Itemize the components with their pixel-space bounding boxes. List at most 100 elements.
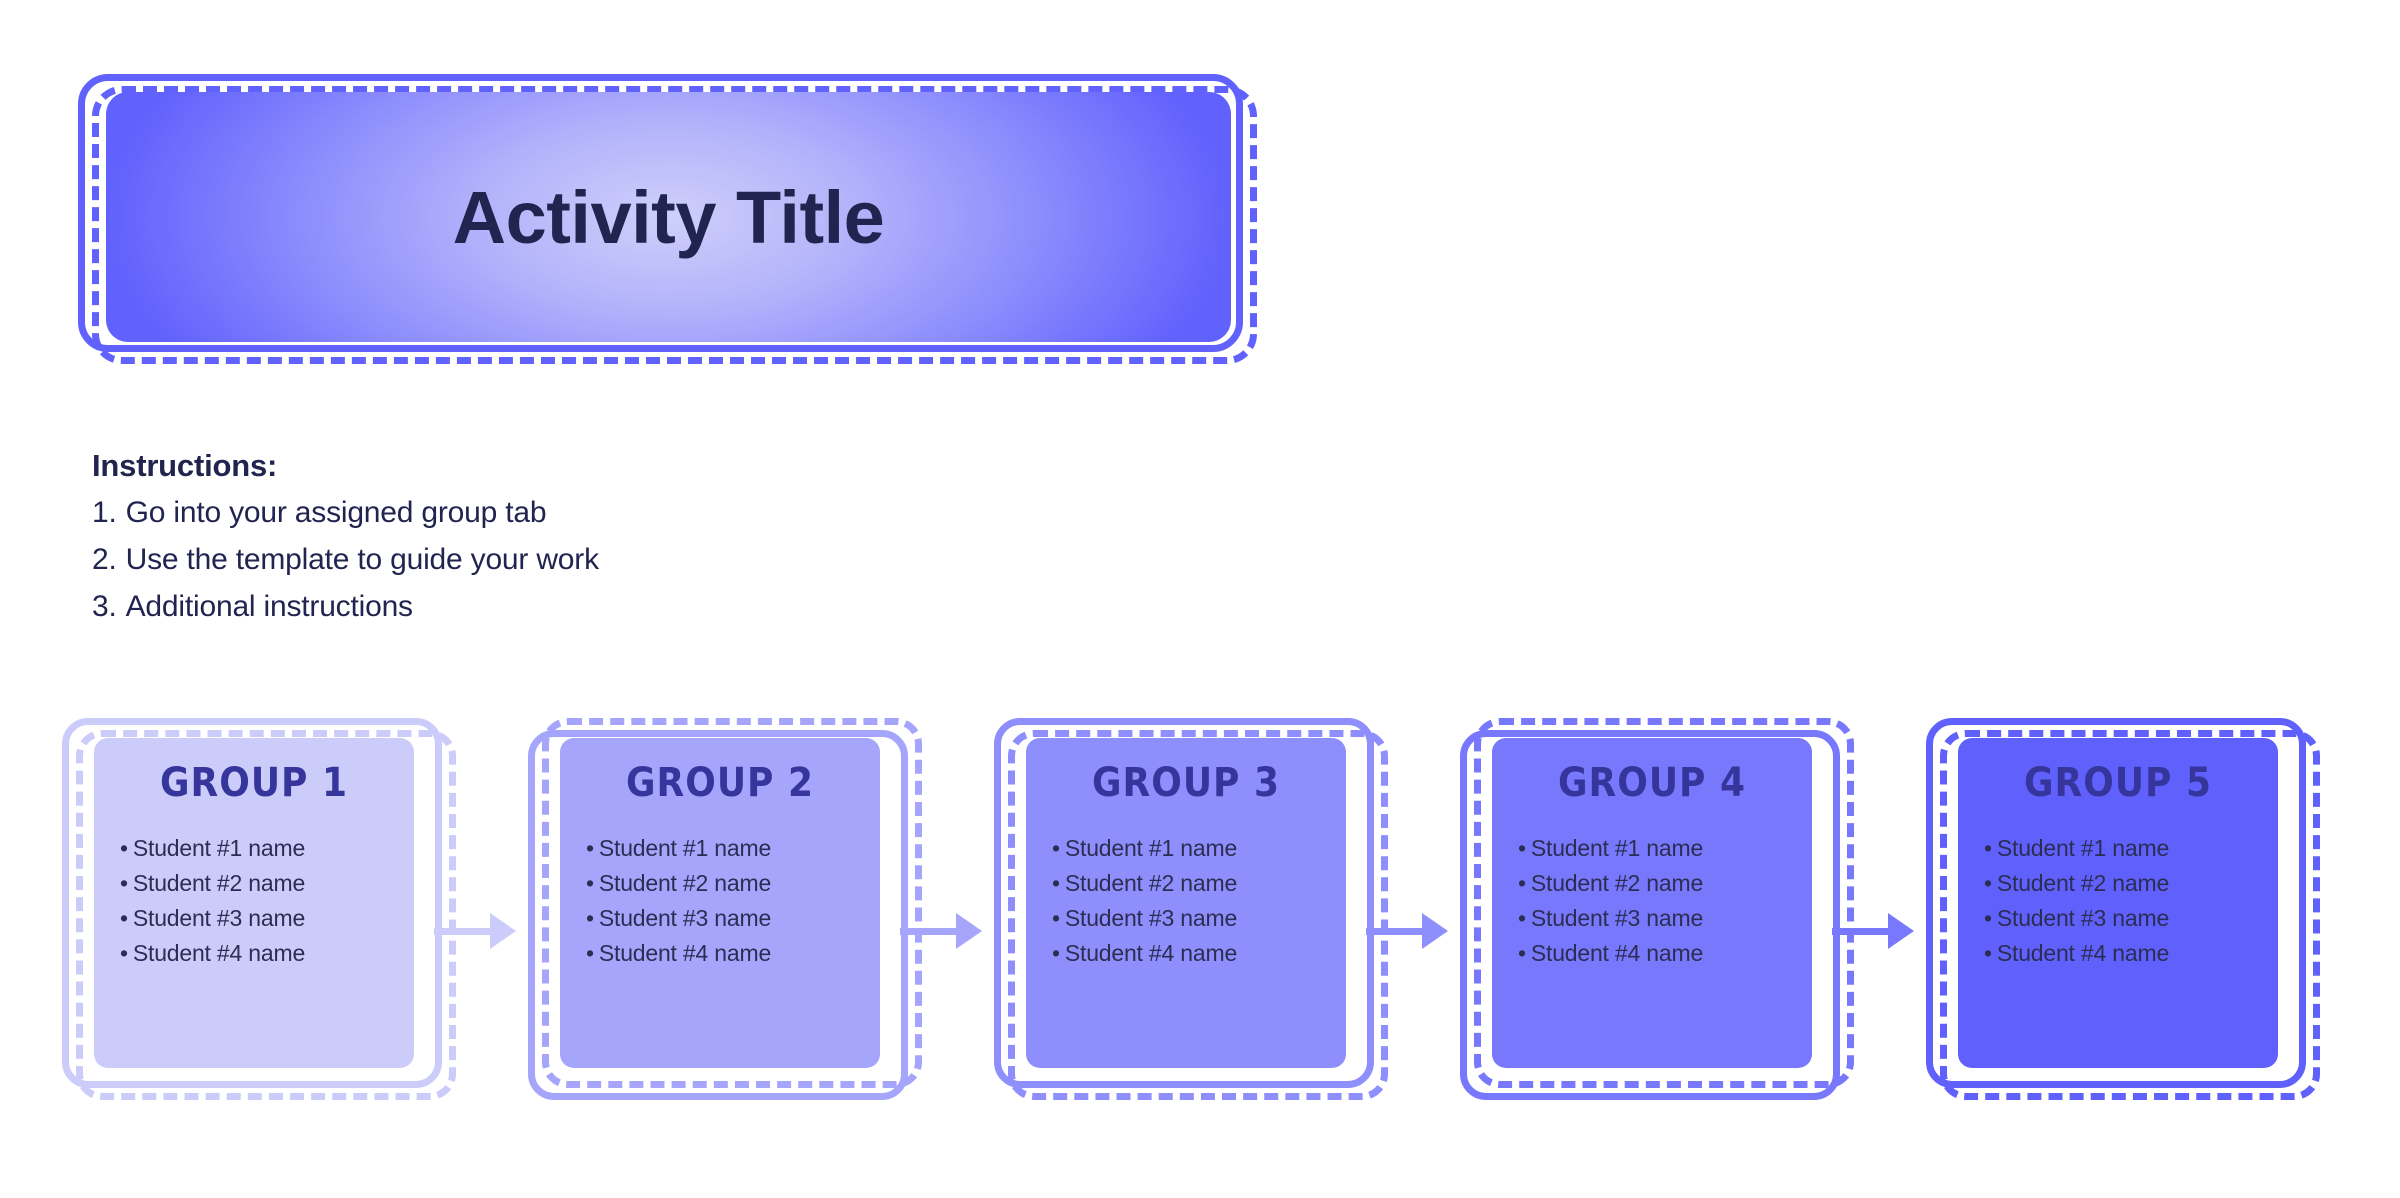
instruction-step-number: 2. (92, 543, 117, 576)
bullet-icon: • (1052, 939, 1060, 966)
bullet-icon: • (120, 869, 128, 896)
banner-solid-outline (78, 74, 1243, 352)
student-list-item: •Student #4 name (120, 936, 414, 971)
banner-gradient-panel: Activity Title (106, 92, 1231, 342)
bullet-icon: • (120, 835, 128, 861)
banner-dashed-outline (92, 86, 1257, 364)
group-card-dashed-outline (76, 730, 456, 1100)
student-name: Student #4 name (1064, 939, 1238, 966)
instruction-step-text: Go into your assigned group tab (125, 496, 547, 529)
bullet-icon: • (120, 904, 128, 931)
instruction-step-number: 3. (92, 590, 117, 623)
group-card-dashed-outline (542, 718, 922, 1088)
flow-arrow-shaft (1832, 928, 1894, 935)
group-flow-row: GROUP 1•Student #1 name•Student #2 name•… (0, 718, 2400, 1118)
student-name: Student #1 name (1064, 835, 1238, 861)
group-card-title: GROUP 1 (159, 760, 349, 806)
student-list-item: •Student #3 name (120, 901, 414, 936)
bullet-icon: • (1052, 904, 1060, 931)
group-card-title: GROUP 3 (1091, 760, 1281, 806)
bullet-icon: • (1984, 869, 1992, 896)
flow-arrow-head (1888, 913, 1914, 949)
instruction-step: 2.Use the template to guide your work (92, 545, 992, 575)
page-title: Activity Title (452, 175, 885, 259)
instruction-step-text: Use the template to guide your work (125, 543, 599, 576)
group-card[interactable]: GROUP 3•Student #1 name•Student #2 name•… (994, 718, 1390, 1108)
group-card-dashed-outline (1940, 730, 2320, 1100)
student-list-item: •Student #4 name (586, 936, 880, 971)
flow-arrow-shaft (434, 928, 496, 935)
flow-arrow-head (1422, 913, 1448, 949)
student-name: Student #4 name (598, 939, 772, 966)
student-list-item: •Student #1 name (586, 831, 880, 866)
group-card-panel: GROUP 1•Student #1 name•Student #2 name•… (94, 738, 414, 1068)
instruction-step: 3.Additional instructions (92, 592, 992, 622)
group-card-panel: GROUP 5•Student #1 name•Student #2 name•… (1958, 738, 2278, 1068)
student-name: Student #3 name (1530, 904, 1704, 931)
student-list-item: •Student #1 name (1984, 831, 2278, 866)
bullet-icon: • (1518, 835, 1526, 861)
activity-title-banner: Activity Title (78, 74, 1258, 364)
instruction-step: 1.Go into your assigned group tab (92, 498, 992, 528)
group-card-title: GROUP 2 (625, 760, 815, 806)
student-name: Student #1 name (598, 835, 772, 861)
student-list-item: •Student #2 name (1984, 866, 2278, 901)
student-list-item: •Student #2 name (1518, 866, 1812, 901)
group-card-dashed-outline (1474, 718, 1854, 1088)
group-card-dashed-outline (1008, 730, 1388, 1100)
bullet-icon: • (1984, 835, 1992, 861)
bullet-icon: • (1052, 869, 1060, 896)
student-name: Student #1 name (1996, 835, 2170, 861)
flow-arrow-icon (1832, 908, 1924, 954)
student-list: •Student #1 name•Student #2 name•Student… (94, 831, 414, 971)
student-name: Student #1 name (1530, 835, 1704, 861)
student-name: Student #2 name (132, 869, 306, 896)
student-list-item: •Student #3 name (586, 901, 880, 936)
flow-arrow-icon (900, 908, 992, 954)
student-list-item: •Student #1 name (120, 831, 414, 866)
group-card-solid-outline (528, 730, 908, 1100)
bullet-icon: • (586, 904, 594, 931)
student-list-item: •Student #2 name (1052, 866, 1346, 901)
student-name: Student #3 name (598, 904, 772, 931)
student-list-item: •Student #2 name (586, 866, 880, 901)
student-list-item: •Student #1 name (1052, 831, 1346, 866)
group-card[interactable]: GROUP 5•Student #1 name•Student #2 name•… (1926, 718, 2322, 1108)
student-list-item: •Student #4 name (1518, 936, 1812, 971)
student-list-item: •Student #3 name (1052, 901, 1346, 936)
student-list-item: •Student #1 name (1518, 831, 1812, 866)
student-name: Student #3 name (1996, 904, 2170, 931)
student-name: Student #1 name (132, 835, 306, 861)
group-card[interactable]: GROUP 4•Student #1 name•Student #2 name•… (1460, 718, 1856, 1108)
student-name: Student #2 name (1064, 869, 1238, 896)
bullet-icon: • (586, 835, 594, 861)
bullet-icon: • (1984, 904, 1992, 931)
student-name: Student #4 name (1530, 939, 1704, 966)
student-list-item: •Student #4 name (1984, 936, 2278, 971)
group-card-solid-outline (62, 718, 442, 1088)
student-name: Student #2 name (1530, 869, 1704, 896)
instruction-step-number: 1. (92, 496, 117, 529)
group-card-panel: GROUP 3•Student #1 name•Student #2 name•… (1026, 738, 1346, 1068)
bullet-icon: • (1052, 835, 1060, 861)
flow-arrow-icon (1366, 908, 1458, 954)
flow-arrow-shaft (1366, 928, 1428, 935)
bullet-icon: • (120, 939, 128, 966)
bullet-icon: • (586, 939, 594, 966)
student-name: Student #4 name (1996, 939, 2170, 966)
student-list: •Student #1 name•Student #2 name•Student… (1026, 831, 1346, 971)
flow-arrow-head (956, 913, 982, 949)
bullet-icon: • (586, 869, 594, 896)
group-card[interactable]: GROUP 1•Student #1 name•Student #2 name•… (62, 718, 458, 1108)
bullet-icon: • (1984, 939, 1992, 966)
student-name: Student #3 name (1064, 904, 1238, 931)
group-card-panel: GROUP 2•Student #1 name•Student #2 name•… (560, 738, 880, 1068)
bullet-icon: • (1518, 904, 1526, 931)
bullet-icon: • (1518, 869, 1526, 896)
instruction-step-text: Additional instructions (125, 590, 413, 623)
student-list: •Student #1 name•Student #2 name•Student… (1958, 831, 2278, 971)
student-name: Student #2 name (1996, 869, 2170, 896)
student-name: Student #4 name (132, 939, 306, 966)
group-card[interactable]: GROUP 2•Student #1 name•Student #2 name•… (528, 718, 924, 1108)
